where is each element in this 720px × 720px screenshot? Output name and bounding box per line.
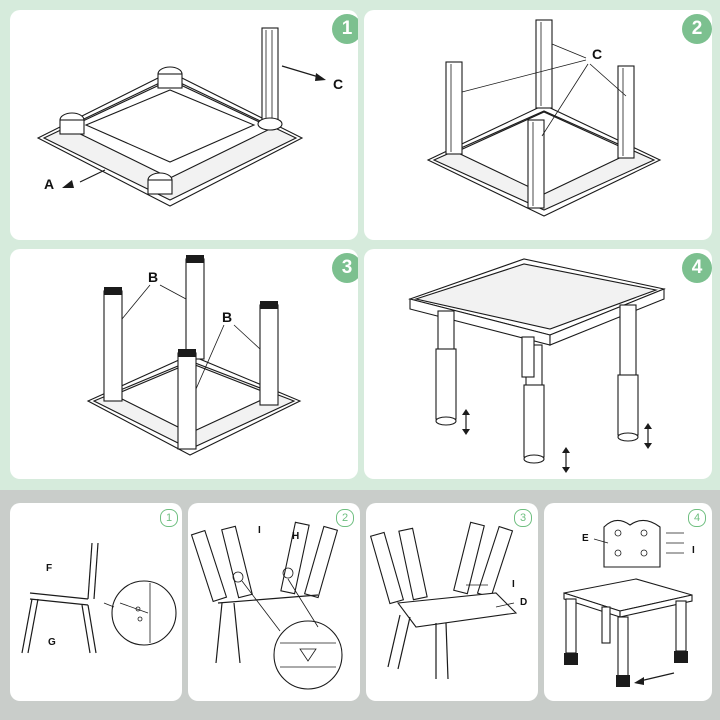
chair-step-3-illustration — [369, 521, 518, 680]
step-1-badge: 1 — [332, 14, 358, 44]
label-c: C — [333, 76, 344, 92]
chair-step-1-panel: 1 F G — [10, 503, 182, 701]
label-a: A — [44, 176, 55, 192]
chair-step-2-panel: 2 I H — [188, 503, 360, 701]
step-2-badge: 2 — [682, 14, 712, 44]
label-e: E — [582, 533, 589, 544]
chair-step-2-badge: 2 — [336, 509, 354, 527]
table-step-4-illustration — [408, 258, 666, 473]
label-d: D — [520, 597, 528, 608]
chair-step-4-illustration — [563, 519, 693, 687]
table-step-1-panel: 1 A C — [10, 10, 358, 240]
chair-step-1-badge: 1 — [160, 509, 178, 527]
step-3-badge: 3 — [332, 253, 358, 283]
label-g: G — [48, 637, 56, 648]
label-i: I — [258, 525, 261, 536]
label-b: B — [148, 269, 159, 285]
chair-step-2-illustration — [190, 521, 343, 690]
chair-step-1-illustration — [21, 542, 177, 654]
label-f: F — [46, 563, 53, 574]
table-step-4-panel: 4 — [364, 249, 712, 479]
label-i: I — [512, 579, 515, 590]
chair-step-3-panel: 3 I D — [366, 503, 538, 701]
label-i: I — [692, 545, 695, 556]
table-step-2-panel: 2 C — [364, 10, 712, 240]
table-step-3-panel: 3 B B — [10, 249, 358, 479]
table-step-1-illustration — [36, 27, 326, 207]
label-h: H — [292, 531, 300, 542]
label-c: C — [592, 46, 603, 62]
chair-step-4-panel: 4 E I — [544, 503, 712, 701]
table-step-3-illustration — [86, 255, 302, 456]
label-b: B — [222, 309, 233, 325]
table-step-2-illustration — [426, 19, 662, 217]
step-4-badge: 4 — [682, 253, 712, 283]
chair-step-4-badge: 4 — [688, 509, 706, 527]
chair-step-3-badge: 3 — [514, 509, 532, 527]
